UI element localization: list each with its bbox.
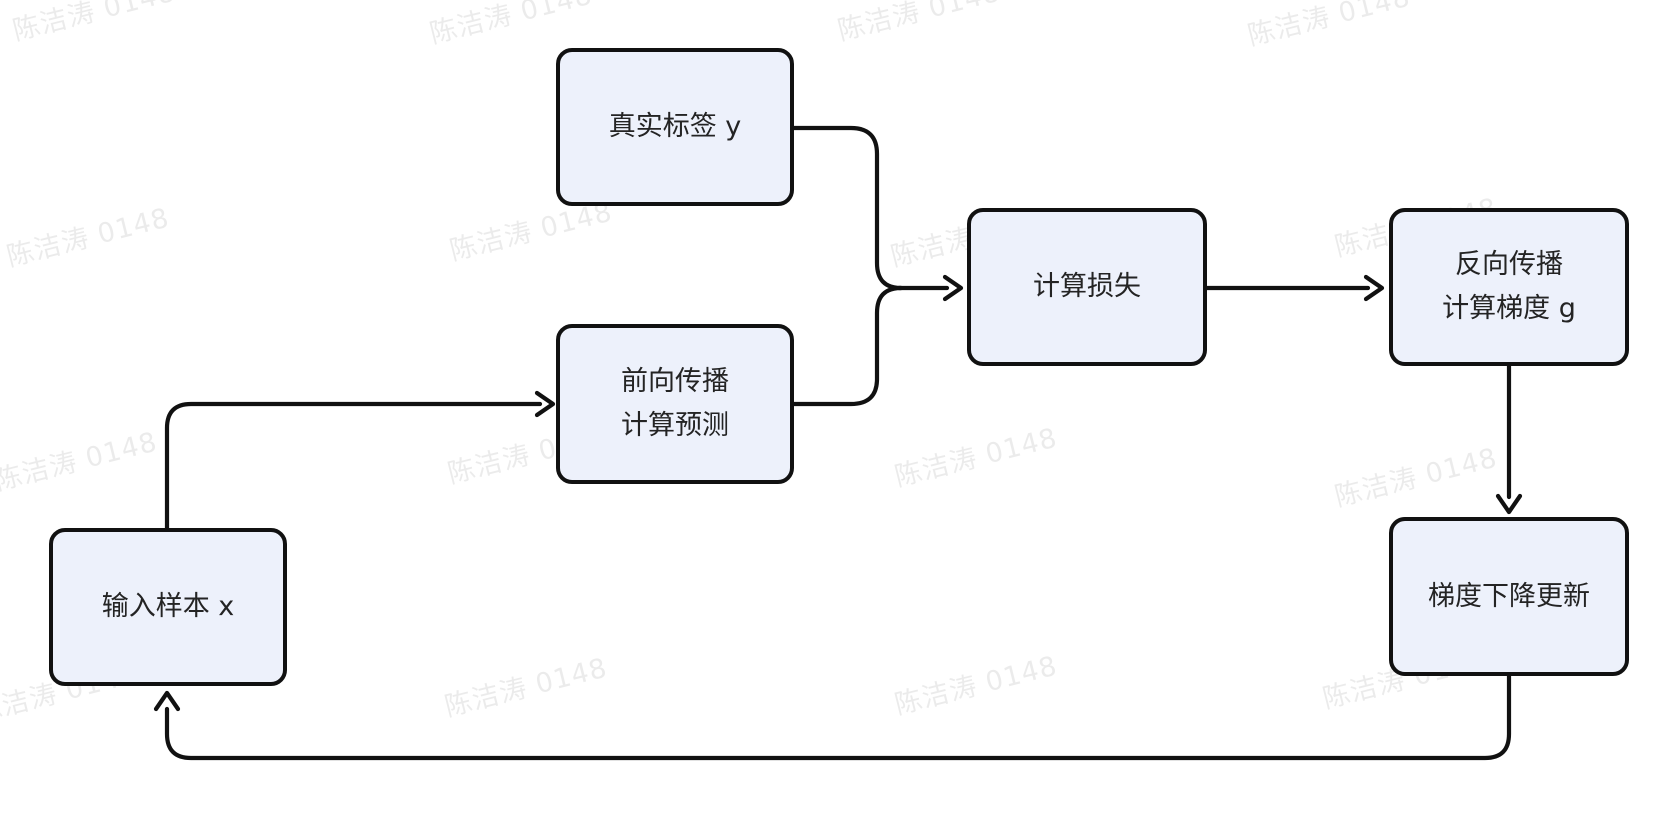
node-label: 计算预测 (621, 410, 729, 441)
edge-input-to-forward (164, 401, 543, 531)
node-input-sample: 输入样本 x (49, 528, 287, 686)
arrowhead-right-icon (534, 390, 556, 418)
edge-truelabel-to-merge (791, 125, 904, 291)
arrowhead-down-icon (1495, 493, 1523, 515)
arrowhead-right-icon (942, 274, 964, 302)
arrowhead-right-icon (1363, 274, 1385, 302)
edge-update-to-input (164, 673, 1512, 761)
node-gradient-descent-update: 梯度下降更新 (1389, 517, 1629, 676)
node-label: 计算损失 (1033, 271, 1141, 303)
node-forward-propagation: 前向传播 计算预测 (556, 324, 794, 484)
node-true-label: 真实标签 y (556, 48, 794, 206)
node-label: 梯度下降更新 (1428, 580, 1590, 612)
edge-forward-to-merge (791, 285, 904, 407)
node-label: 反向传播 (1455, 249, 1563, 281)
node-label: 前向传播 (621, 366, 729, 398)
node-backpropagation: 反向传播 计算梯度 g (1389, 208, 1629, 366)
node-label: 计算梯度 g (1442, 293, 1576, 324)
arrowhead-up-icon (153, 690, 181, 712)
node-label: 真实标签 y (608, 111, 742, 143)
node-label: 输入样本 x (101, 591, 235, 623)
node-compute-loss: 计算损失 (967, 208, 1207, 366)
